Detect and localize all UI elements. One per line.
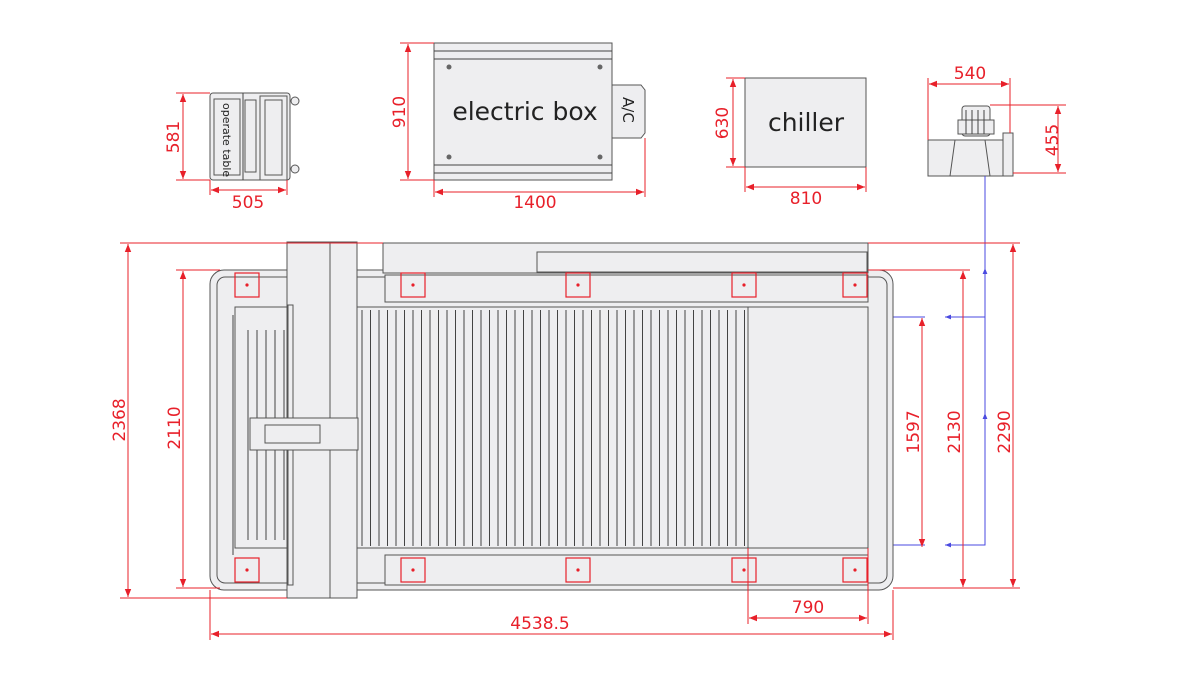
- support-feet-marks: [234, 272, 868, 583]
- dim-fan-width: 540: [927, 64, 1011, 140]
- dim-electric-box-height: 910: [390, 42, 434, 181]
- svg-text:630: 630: [713, 107, 733, 139]
- dim-machine-overall-length: 4538.5: [209, 590, 894, 640]
- foot-mark: [400, 272, 426, 298]
- svg-text:4538.5: 4538.5: [510, 614, 569, 634]
- svg-text:2290: 2290: [995, 410, 1015, 453]
- foot-center: [245, 283, 249, 287]
- dim-rail-height: 2130: [868, 269, 970, 589]
- foot-mark: [400, 557, 426, 583]
- electric-box: electric box A/C: [433, 42, 646, 181]
- chiller: chiller: [744, 77, 867, 168]
- foot-center: [853, 283, 857, 287]
- dim-machine-body-height: 2110: [165, 269, 220, 589]
- svg-text:2130: 2130: [945, 410, 965, 453]
- svg-text:540: 540: [954, 64, 986, 84]
- exhaust-fan: [927, 105, 1014, 177]
- foot-mark: [565, 557, 591, 583]
- operate-table: operate table: [209, 92, 300, 181]
- dim-operate-table-width: 505: [209, 180, 288, 213]
- foot-center: [411, 283, 415, 287]
- svg-text:910: 910: [390, 96, 410, 128]
- dim-chiller-height: 630: [713, 77, 745, 168]
- svg-text:505: 505: [232, 193, 264, 213]
- foot-center: [576, 283, 580, 287]
- svg-text:581: 581: [164, 121, 184, 153]
- svg-text:2110: 2110: [165, 406, 185, 449]
- dim-fan-height: 455: [990, 104, 1066, 174]
- foot-mark: [842, 557, 868, 583]
- chiller-label: chiller: [768, 108, 845, 137]
- dim-machine-overall-height: 2368: [110, 242, 383, 599]
- foot-mark: [731, 557, 757, 583]
- foot-mark: [565, 272, 591, 298]
- cutting-bed-grid: [247, 310, 745, 546]
- svg-text:2368: 2368: [110, 398, 130, 441]
- electric-box-label: electric box: [452, 97, 597, 126]
- svg-text:810: 810: [790, 189, 822, 209]
- foot-mark: [234, 272, 260, 298]
- operate-table-label: operate table: [220, 103, 233, 177]
- foot-center: [742, 283, 746, 287]
- foot-center: [853, 568, 857, 572]
- foot-mark: [842, 272, 868, 298]
- foot-center: [245, 568, 249, 572]
- svg-text:790: 790: [792, 598, 824, 618]
- foot-center: [576, 568, 580, 572]
- foot-center: [411, 568, 415, 572]
- dim-operate-table-height: 581: [164, 92, 210, 181]
- foot-mark: [234, 557, 260, 583]
- ac-label: A/C: [619, 97, 637, 123]
- dim-side-area-width: 790: [747, 548, 869, 624]
- foot-mark: [731, 272, 757, 298]
- dim-total-height: 2290: [868, 242, 1020, 589]
- svg-text:455: 455: [1043, 124, 1063, 156]
- svg-text:1400: 1400: [513, 193, 556, 213]
- foot-center: [742, 568, 746, 572]
- dim-work-area-height: 1597: [904, 318, 926, 547]
- laser-cutting-machine: [209, 241, 894, 599]
- dim-electric-box-width: 1400: [433, 138, 646, 213]
- dim-chiller-width: 810: [744, 167, 867, 209]
- svg-text:1597: 1597: [904, 410, 924, 453]
